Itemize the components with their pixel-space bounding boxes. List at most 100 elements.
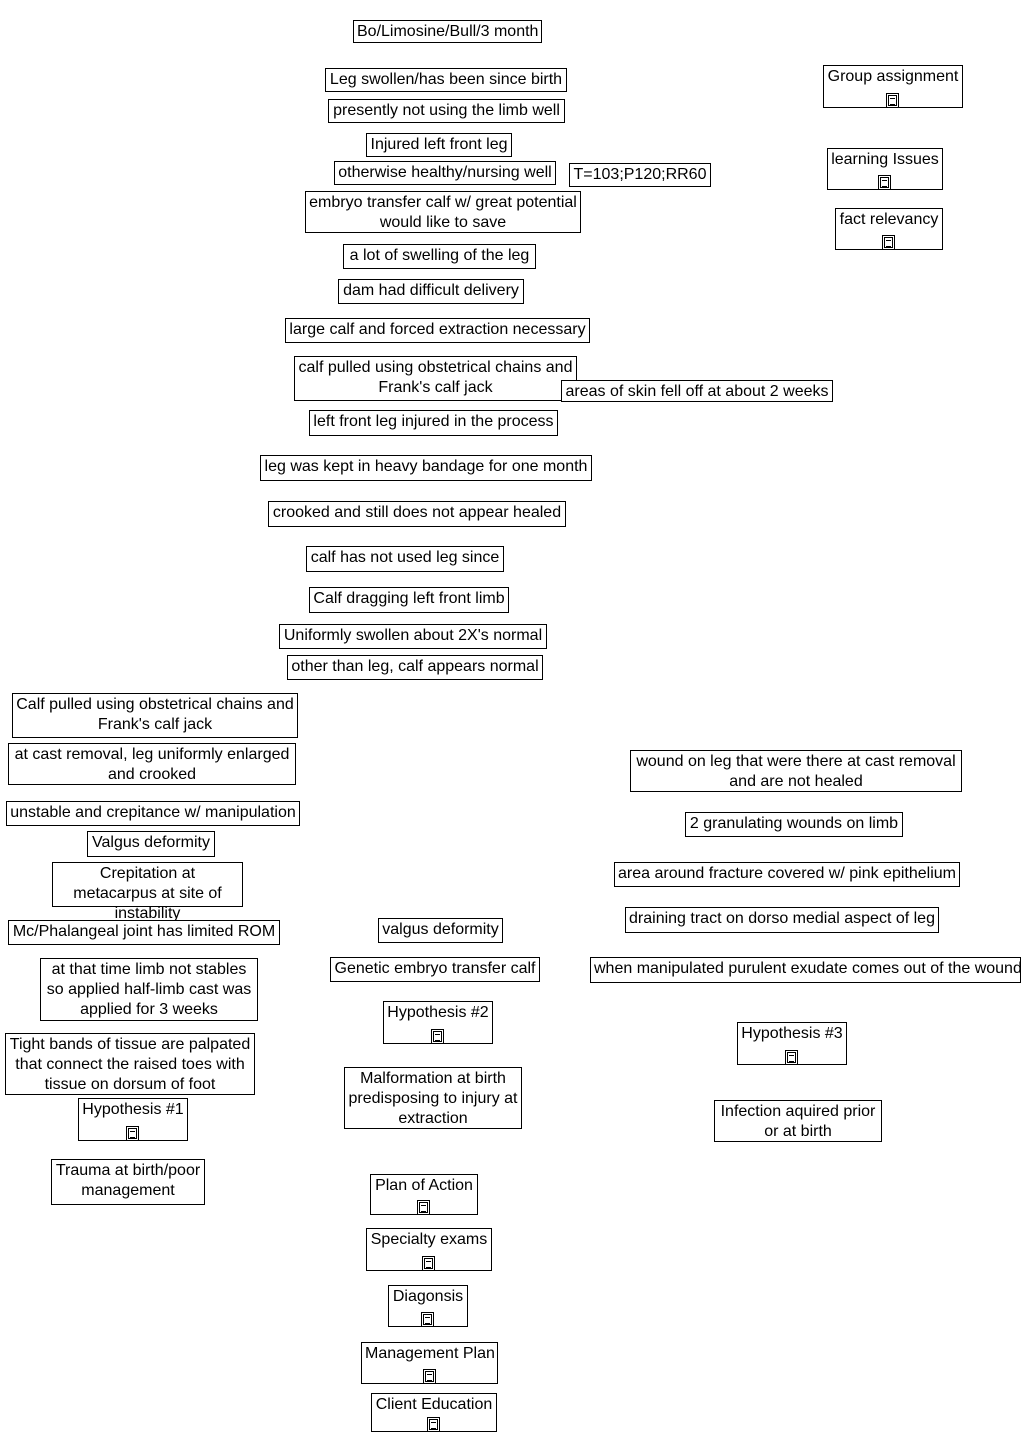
node-diagnosis[interactable]: Diagonsis bbox=[388, 1285, 468, 1327]
node-genetic-embryo[interactable]: Genetic embryo transfer calf bbox=[330, 957, 540, 982]
document-icon[interactable] bbox=[886, 93, 899, 108]
node-label: Tight bands of tissue are palpated that … bbox=[9, 1036, 251, 1093]
node-hypothesis-2[interactable]: Hypothesis #2 bbox=[383, 1001, 493, 1044]
node-otherwise-healthy[interactable]: otherwise healthy/nursing well bbox=[334, 161, 556, 185]
node-label: calf pulled using obstetrical chains and… bbox=[298, 359, 573, 396]
node-difficult-delivery[interactable]: dam had difficult delivery bbox=[338, 279, 524, 304]
node-label: area around fracture covered w/ pink epi… bbox=[618, 865, 956, 882]
node-half-limb-cast[interactable]: at that time limb not stables so applied… bbox=[40, 958, 258, 1021]
node-label: Genetic embryo transfer calf bbox=[334, 960, 536, 977]
node-group-assignment[interactable]: Group assignment bbox=[823, 65, 963, 108]
node-label: other than leg, calf appears normal bbox=[291, 658, 539, 675]
node-injured-left[interactable]: Injured left front leg bbox=[366, 133, 512, 157]
node-skin-fell-off[interactable]: areas of skin fell off at about 2 weeks bbox=[561, 380, 833, 402]
node-label: Hypothesis #1 bbox=[82, 1101, 184, 1118]
node-vitals[interactable]: T=103;P120;RR60 bbox=[569, 163, 711, 187]
node-label: Hypothesis #3 bbox=[741, 1025, 843, 1042]
node-label: leg was kept in heavy bandage for one mo… bbox=[264, 458, 588, 475]
node-dragging[interactable]: Calf dragging left front limb bbox=[309, 587, 509, 613]
node-valgus-deformity-1[interactable]: Valgus deformity bbox=[87, 831, 215, 857]
node-label: Valgus deformity bbox=[92, 834, 210, 851]
node-label: presently not using the limb well bbox=[333, 102, 560, 119]
node-label: large calf and forced extraction necessa… bbox=[289, 321, 586, 338]
node-valgus-deformity-2[interactable]: valgus deformity bbox=[378, 918, 503, 943]
node-label: Uniformly swollen about 2X's normal bbox=[283, 627, 543, 644]
node-label: unstable and crepitance w/ manipulation bbox=[10, 804, 296, 821]
node-label: wound on leg that were there at cast rem… bbox=[636, 753, 956, 790]
node-label: left front leg injured in the process bbox=[313, 413, 554, 430]
node-label: fact relevancy bbox=[839, 211, 939, 228]
document-icon[interactable] bbox=[785, 1050, 798, 1065]
node-forced-extraction[interactable]: large calf and forced extraction necessa… bbox=[285, 318, 590, 343]
node-label: Trauma at birth/poor management bbox=[55, 1162, 201, 1199]
node-learning-issues[interactable]: learning Issues bbox=[827, 148, 943, 190]
node-crooked[interactable]: crooked and still does not appear healed bbox=[268, 501, 566, 527]
node-label: Plan of Action bbox=[375, 1177, 473, 1194]
node-leg-swollen[interactable]: Leg swollen/has been since birth bbox=[325, 68, 567, 92]
node-signalment[interactable]: Bo/Limosine/Bull/3 month bbox=[353, 20, 542, 43]
node-label: Calf pulled using obstetrical chains and… bbox=[16, 696, 294, 733]
node-wound-on-leg[interactable]: wound on leg that were there at cast rem… bbox=[630, 750, 962, 792]
node-chains-jack[interactable]: calf pulled using obstetrical chains and… bbox=[294, 356, 577, 401]
node-pink-epithelium[interactable]: area around fracture covered w/ pink epi… bbox=[614, 862, 960, 887]
document-icon[interactable] bbox=[882, 235, 895, 250]
node-label: at that time limb not stables so applied… bbox=[46, 961, 252, 1018]
node-uniformly-swollen[interactable]: Uniformly swollen about 2X's normal bbox=[279, 624, 547, 649]
node-injured-in-process[interactable]: left front leg injured in the process bbox=[309, 410, 558, 436]
node-heavy-bandage[interactable]: leg was kept in heavy bandage for one mo… bbox=[260, 455, 592, 481]
node-label: embryo transfer calf w/ great potential … bbox=[309, 194, 577, 231]
node-label: Specialty exams bbox=[370, 1231, 488, 1248]
document-icon[interactable] bbox=[878, 175, 891, 190]
node-label: T=103;P120;RR60 bbox=[573, 166, 707, 183]
node-embryo-transfer[interactable]: embryo transfer calf w/ great potential … bbox=[305, 191, 581, 233]
node-management-plan[interactable]: Management Plan bbox=[361, 1342, 498, 1384]
node-cast-removal-enlarged[interactable]: at cast removal, leg uniformly enlarged … bbox=[8, 743, 296, 785]
node-label: learning Issues bbox=[831, 151, 939, 168]
node-specialty-exams[interactable]: Specialty exams bbox=[366, 1228, 492, 1271]
document-icon[interactable] bbox=[421, 1312, 434, 1327]
node-unstable-crepitance[interactable]: unstable and crepitance w/ manipulation bbox=[6, 801, 300, 826]
node-h1-chains-jack[interactable]: Calf pulled using obstetrical chains and… bbox=[12, 693, 298, 738]
node-purulent-exudate[interactable]: when manipulated purulent exudate comes … bbox=[590, 957, 1021, 983]
node-granulating[interactable]: 2 granulating wounds on limb bbox=[685, 812, 903, 837]
node-malformation[interactable]: Malformation at birth predisposing to in… bbox=[344, 1067, 522, 1129]
document-icon[interactable] bbox=[427, 1417, 440, 1432]
node-plan-of-action[interactable]: Plan of Action bbox=[370, 1174, 478, 1215]
node-label: Injured left front leg bbox=[370, 136, 508, 153]
node-crepitation-metacarpus[interactable]: Crepitation at metacarpus at site of ins… bbox=[52, 862, 243, 922]
node-hypothesis-3[interactable]: Hypothesis #3 bbox=[737, 1022, 847, 1065]
node-label: Bo/Limosine/Bull/3 month bbox=[357, 23, 539, 40]
node-label: 2 granulating wounds on limb bbox=[689, 815, 899, 832]
node-label: Mc/Phalangeal joint has limited ROM bbox=[12, 923, 276, 940]
node-label: Crepitation at metacarpus at site of ins… bbox=[73, 865, 222, 922]
document-icon[interactable] bbox=[422, 1369, 436, 1384]
node-label: calf has not used leg since bbox=[310, 549, 500, 566]
node-label: at cast removal, leg uniformly enlarged … bbox=[14, 746, 290, 783]
node-label: a lot of swelling of the leg bbox=[349, 247, 530, 264]
node-not-used[interactable]: calf has not used leg since bbox=[306, 546, 504, 572]
node-draining-tract[interactable]: draining tract on dorso medial aspect of… bbox=[625, 907, 939, 933]
node-infection[interactable]: Infection aquired prior or at birth bbox=[714, 1100, 882, 1142]
node-label: draining tract on dorso medial aspect of… bbox=[629, 910, 935, 927]
node-label: Malformation at birth predisposing to in… bbox=[348, 1070, 518, 1127]
node-client-education[interactable]: Client Education bbox=[371, 1393, 497, 1432]
node-hypothesis-1[interactable]: Hypothesis #1 bbox=[78, 1098, 188, 1141]
node-fact-relevancy[interactable]: fact relevancy bbox=[835, 208, 943, 250]
node-trauma-birth[interactable]: Trauma at birth/poor management bbox=[51, 1159, 205, 1205]
document-icon[interactable] bbox=[422, 1256, 435, 1271]
node-mc-phalangeal[interactable]: Mc/Phalangeal joint has limited ROM bbox=[8, 920, 280, 945]
document-icon[interactable] bbox=[417, 1200, 430, 1215]
document-icon[interactable] bbox=[431, 1029, 444, 1044]
node-label: otherwise healthy/nursing well bbox=[338, 164, 552, 181]
node-label: when manipulated purulent exudate comes … bbox=[594, 960, 1021, 977]
node-otherwise-normal[interactable]: other than leg, calf appears normal bbox=[287, 655, 543, 680]
node-label: areas of skin fell off at about 2 weeks bbox=[565, 383, 829, 400]
node-not-using[interactable]: presently not using the limb well bbox=[328, 99, 565, 123]
node-label: valgus deformity bbox=[382, 921, 499, 938]
node-tight-bands[interactable]: Tight bands of tissue are palpated that … bbox=[5, 1033, 255, 1095]
document-icon[interactable] bbox=[126, 1126, 139, 1141]
node-swelling[interactable]: a lot of swelling of the leg bbox=[343, 244, 536, 269]
node-label: Diagonsis bbox=[392, 1288, 464, 1305]
node-label: Leg swollen/has been since birth bbox=[329, 71, 563, 88]
node-label: Calf dragging left front limb bbox=[313, 590, 505, 607]
